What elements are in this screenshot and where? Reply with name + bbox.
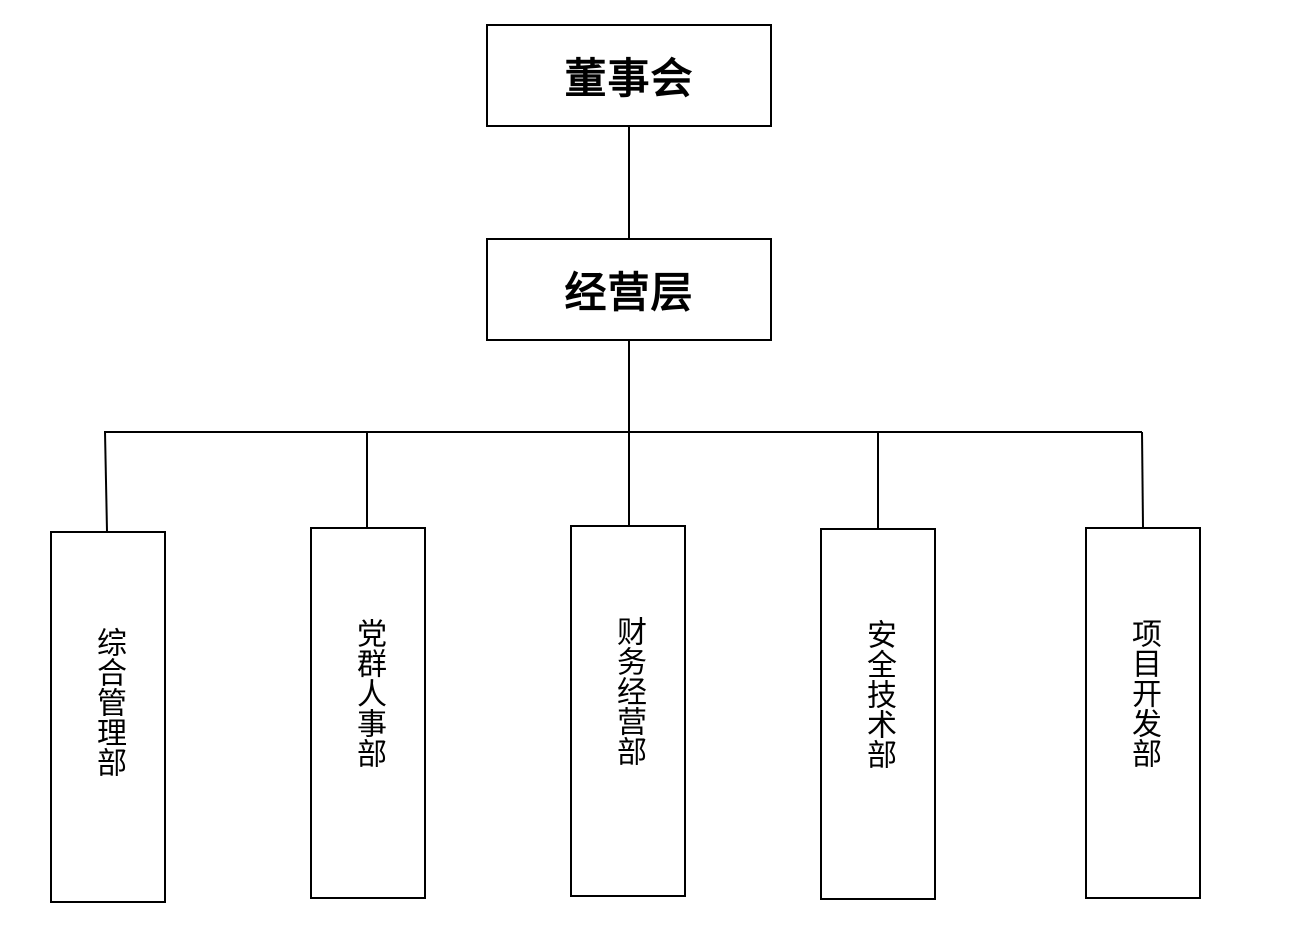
bus-to-dept-1-line (104, 431, 108, 532)
department-label-3: 财务经营部 (611, 616, 647, 766)
department-box-1: 综合管理部 (50, 531, 166, 903)
board-label: 董事会 (564, 54, 694, 103)
department-box-5: 项目开发部 (1085, 527, 1201, 899)
department-box-4: 安全技术部 (820, 528, 936, 900)
management-box: 经营层 (486, 238, 772, 341)
department-box-2: 党群人事部 (310, 527, 426, 899)
department-label-5: 项目开发部 (1126, 618, 1162, 768)
board-box: 董事会 (486, 24, 772, 127)
bus-to-dept-5-line (1141, 431, 1144, 528)
department-label-1: 综合管理部 (91, 627, 127, 777)
management-label: 经营层 (564, 268, 694, 317)
department-label-4: 安全技术部 (861, 619, 897, 769)
department-box-3: 财务经营部 (570, 525, 686, 897)
department-label-2: 党群人事部 (351, 618, 387, 768)
